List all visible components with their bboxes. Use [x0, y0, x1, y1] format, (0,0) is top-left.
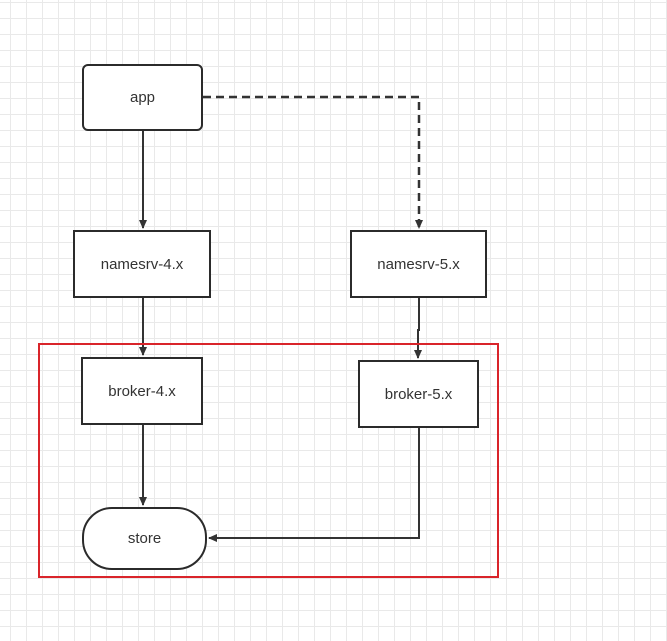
node-broker-4-label: broker-4.x — [108, 382, 176, 400]
node-store[interactable]: store — [82, 507, 207, 570]
edge-app-to-namesrv-5-dashed — [203, 95, 423, 229]
node-app[interactable]: app — [82, 64, 203, 131]
node-broker-4[interactable]: broker-4.x — [81, 357, 203, 425]
node-namesrv-4-label: namesrv-4.x — [100, 255, 184, 273]
node-namesrv-4[interactable]: namesrv-4.x — [73, 230, 211, 298]
node-namesrv-5-label: namesrv-5.x — [377, 255, 460, 273]
node-broker-5[interactable]: broker-5.x — [358, 360, 479, 428]
edge-broker-5-to-store — [208, 428, 420, 542]
deployment-boundary — [38, 343, 499, 578]
node-store-label: store — [127, 530, 162, 547]
node-namesrv-5[interactable]: namesrv-5.x — [350, 230, 487, 298]
node-app-label: app — [129, 89, 156, 106]
node-broker-5-label: broker-5.x — [384, 385, 453, 403]
